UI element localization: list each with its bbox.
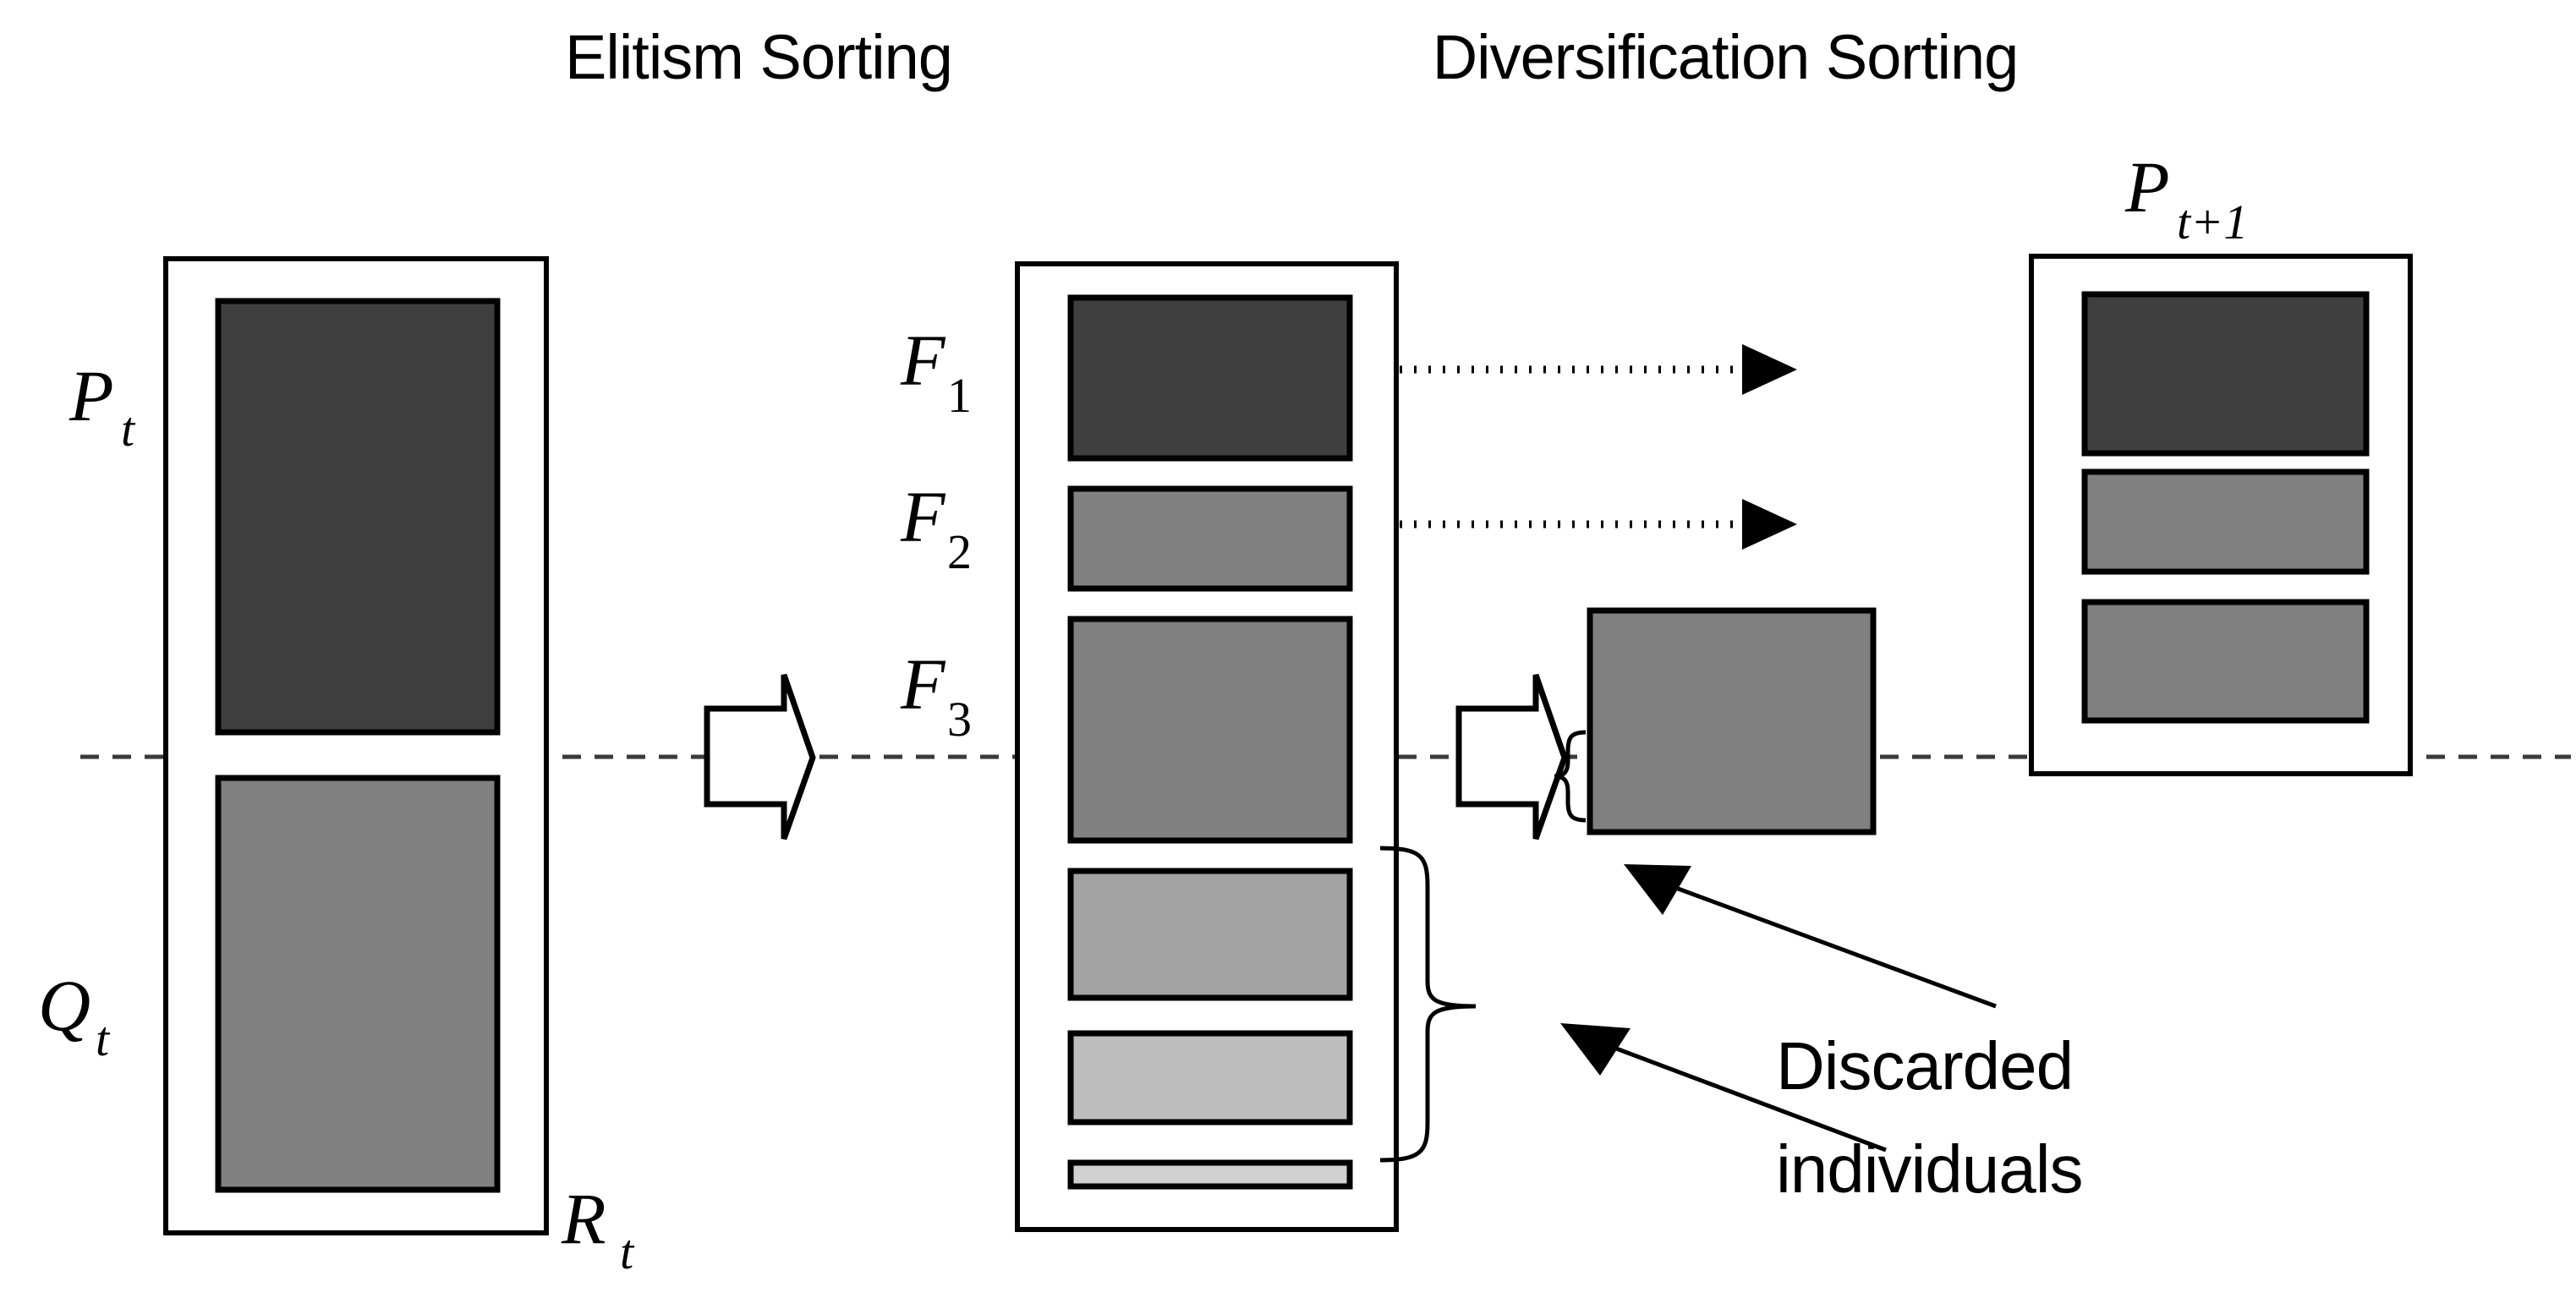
front-6-block	[1067, 1159, 1353, 1190]
next-population-member-2	[2081, 468, 2370, 575]
label-front-1: F 1	[900, 320, 972, 423]
diversification-sorting-arrow	[1455, 673, 1568, 841]
label-offspring-population: Q t	[38, 965, 111, 1066]
front-1-transfer-connector	[1400, 344, 1797, 395]
label-front-3: F 3	[900, 644, 972, 747]
front-1-transfer-arrowhead	[1742, 344, 1797, 395]
svg-text:F: F	[900, 644, 946, 725]
label-front-2: F 2	[900, 476, 972, 579]
front-1-block	[1067, 294, 1353, 462]
svg-text:P: P	[2124, 146, 2170, 227]
svg-text:Q: Q	[38, 965, 90, 1046]
sorted-fronts-column: F 1 F 2 F 3	[900, 261, 1399, 1232]
discarded-caption-line-2: individuals	[1776, 1131, 2083, 1207]
front-2-transfer-connector	[1400, 499, 1797, 550]
svg-text:3: 3	[947, 692, 972, 747]
svg-text:P: P	[69, 355, 114, 436]
front-2-block	[1067, 485, 1353, 592]
discarded-individuals-block	[1587, 607, 1877, 835]
discarded-block-pointer	[1624, 864, 1997, 1009]
parent-population-block	[215, 298, 501, 736]
title-elitism-sorting: Elitism Sorting	[565, 22, 952, 92]
svg-text:t: t	[620, 1224, 635, 1279]
svg-text:F: F	[900, 476, 946, 557]
svg-text:t: t	[121, 402, 136, 457]
discarded-partial-brace	[1554, 730, 1587, 823]
label-combined-population: R t	[561, 1178, 635, 1279]
front-3-block	[1067, 616, 1353, 844]
label-parent-population: P t	[69, 355, 136, 457]
elitism-sorting-arrow	[704, 673, 816, 841]
discarded-fronts-pointer-arrowhead	[1560, 1023, 1631, 1076]
discarded-caption-line-1: Discarded	[1776, 1028, 2073, 1104]
front-4-block	[1067, 868, 1353, 1001]
label-next-population: P t+1	[2124, 146, 2248, 249]
front-2-transfer-arrowhead	[1742, 499, 1797, 550]
svg-text:2: 2	[947, 524, 972, 579]
next-population-member-1	[2081, 291, 2370, 457]
svg-text:t+1: t+1	[2177, 194, 2248, 249]
title-diversification-sorting: Diversification Sorting	[1433, 22, 2019, 92]
svg-text:F: F	[900, 320, 946, 401]
svg-text:R: R	[561, 1178, 606, 1259]
front-5-block	[1067, 1030, 1353, 1125]
discarded-fronts-pointer	[1560, 1023, 1887, 1153]
discarded-fronts-brace	[1379, 846, 1477, 1163]
combined-population-column: P t Q t R t	[38, 256, 635, 1279]
discarded-block-pointer-arrowhead	[1624, 864, 1691, 915]
svg-text:t: t	[96, 1011, 111, 1066]
next-population-member-3	[2081, 599, 2370, 724]
offspring-population-block	[215, 775, 501, 1193]
svg-text:1: 1	[947, 368, 972, 423]
next-population-column: P t+1	[2029, 146, 2413, 776]
